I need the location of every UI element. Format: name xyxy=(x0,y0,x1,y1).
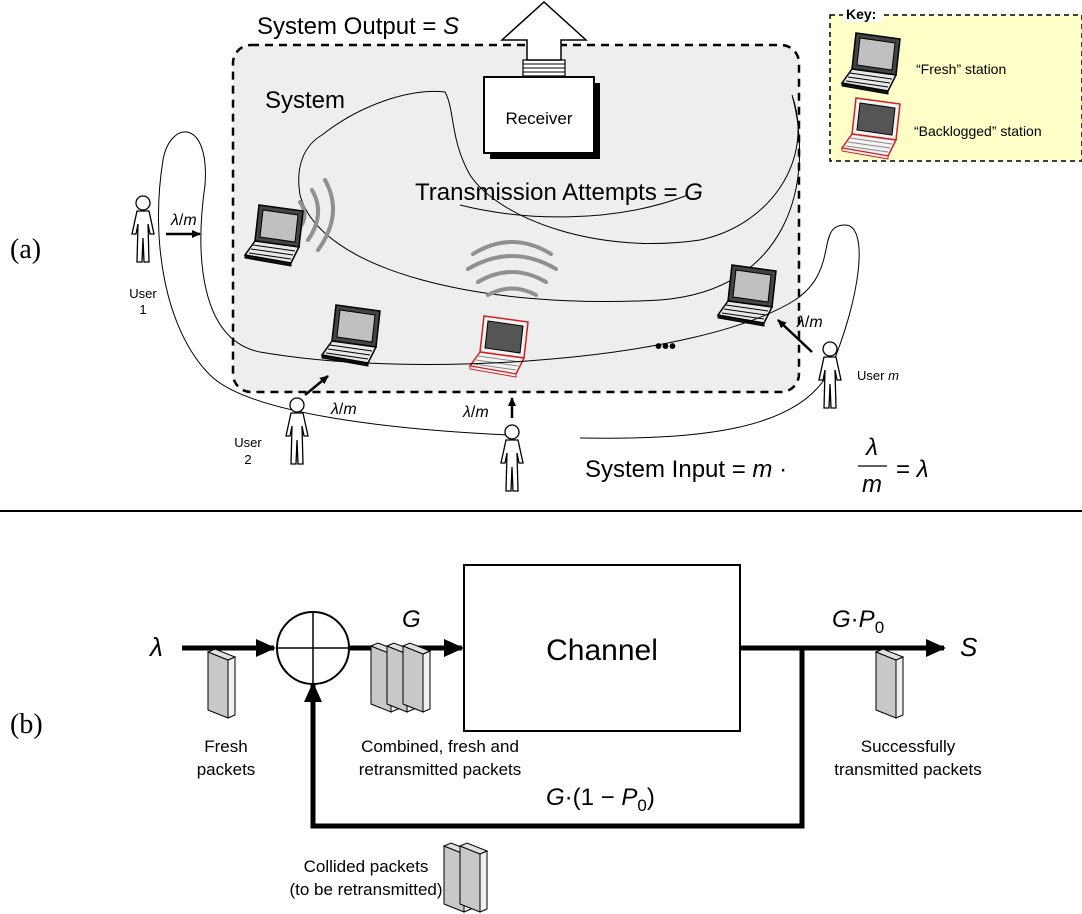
key-backlogged-label: “Backlogged” station xyxy=(914,123,1042,139)
panel-b-label: (b) xyxy=(10,709,43,740)
combined-packets-icon xyxy=(370,642,431,713)
fresh-packet-icon xyxy=(207,648,236,719)
channel-box xyxy=(463,564,741,732)
collided-packets-icon xyxy=(443,842,488,913)
user-1-rate: λ/m xyxy=(170,212,197,229)
receiver-label: Receiver xyxy=(505,109,572,128)
panel-a-label: (a) xyxy=(10,234,41,265)
ellipsis: ••• xyxy=(655,336,676,358)
summing-junction xyxy=(276,611,350,685)
user-m-rate: λ/m xyxy=(796,314,823,331)
system-input-equation: System Input = m · λ m = λ xyxy=(585,434,929,498)
system-output-text: System Output = S xyxy=(257,13,459,40)
input-lambda: λ xyxy=(148,632,163,662)
attempts-inner-arc xyxy=(459,194,689,218)
user-2-rate: λ/m xyxy=(330,401,357,418)
system-label: System xyxy=(265,87,345,114)
feedback-label: G·(1 − P0) xyxy=(546,784,655,815)
svg-text:λ: λ xyxy=(864,434,878,461)
user-1-figure xyxy=(131,195,155,263)
receiver-box xyxy=(483,76,595,154)
feedback-path xyxy=(304,648,805,829)
user-2-arrow xyxy=(304,375,329,396)
svg-text:m: m xyxy=(862,471,882,498)
user-2-figure xyxy=(285,397,309,465)
svg-text:System Input = m ·: System Input = m · xyxy=(585,456,787,483)
key-fresh-label: “Fresh” station xyxy=(916,61,1006,77)
channel-label: Channel xyxy=(546,634,658,667)
output-label: G·P0 xyxy=(832,606,884,637)
G-label: G xyxy=(402,606,421,633)
radio-waves-center xyxy=(466,240,558,297)
user-m-label: User m xyxy=(857,368,899,383)
user-center-rate: λ/m xyxy=(462,404,489,421)
key-title-bg xyxy=(843,6,883,22)
attempts-region xyxy=(298,90,801,303)
key-title: Key: xyxy=(846,6,876,22)
input-loop-curve xyxy=(158,131,860,439)
svg-text:= λ: = λ xyxy=(896,456,929,483)
system-box xyxy=(231,43,801,394)
S-label: S xyxy=(960,632,978,662)
collided-packets-label: Collided packets(to be retransmitted) xyxy=(289,857,442,899)
user-m-arrow xyxy=(777,319,813,353)
successful-packet-icon xyxy=(875,648,904,719)
transmission-attempts-text: Transmission Attempts = G xyxy=(415,179,703,206)
